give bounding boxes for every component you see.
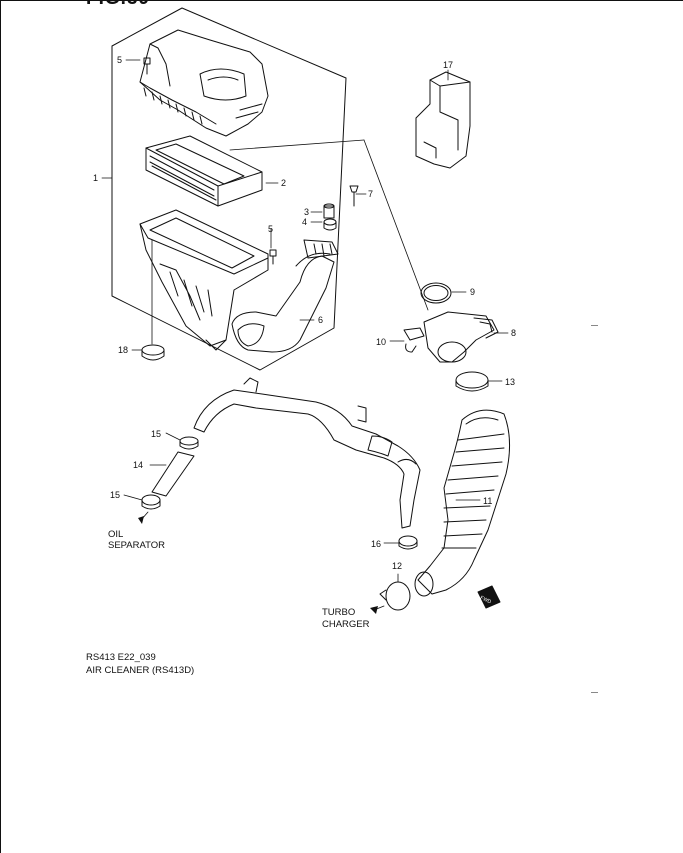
part-label-16: 16 bbox=[371, 539, 381, 549]
part-label-13: 13 bbox=[505, 377, 515, 387]
part-label-9: 9 bbox=[470, 287, 475, 297]
caption-code: RS413 E22_039 bbox=[86, 652, 156, 663]
clip-7 bbox=[349, 185, 359, 207]
grommet-18 bbox=[141, 344, 165, 361]
fwd-arrow-icon bbox=[477, 585, 501, 609]
part-label-18: 18 bbox=[118, 345, 128, 355]
clamp-12 bbox=[379, 581, 411, 611]
turbo-charger-label-line2: CHARGER bbox=[322, 619, 370, 630]
part-label-5-lower: 5 bbox=[268, 224, 273, 234]
clamp-13 bbox=[455, 371, 489, 392]
air-filter-element bbox=[145, 135, 263, 207]
oil-separator-label-line2: SEPARATOR bbox=[108, 540, 165, 551]
margin-tick-upper bbox=[591, 325, 598, 326]
intake-duct bbox=[231, 239, 339, 353]
cap-3 bbox=[323, 203, 335, 219]
part-label-6: 6 bbox=[318, 315, 323, 325]
part-label-2: 2 bbox=[281, 178, 286, 188]
part-label-7: 7 bbox=[368, 189, 373, 199]
part-label-14: 14 bbox=[133, 460, 143, 470]
corrugated-hose-11 bbox=[414, 409, 510, 597]
part-label-17: 17 bbox=[443, 60, 453, 70]
leader-lines bbox=[101, 59, 509, 611]
part-label-12: 12 bbox=[392, 561, 402, 571]
figure-title: FIG.39 bbox=[86, 0, 150, 10]
bolt-5-upper bbox=[143, 57, 151, 75]
o-ring-9 bbox=[420, 282, 452, 304]
part-labels: 1 2 3 4 5 5 6 7 8 9 10 11 12 13 14 15 15… bbox=[93, 55, 516, 571]
clamp-15-lower bbox=[141, 494, 161, 510]
hose-14 bbox=[151, 451, 195, 497]
part-label-1: 1 bbox=[93, 173, 98, 183]
clamp-15-upper bbox=[179, 436, 199, 450]
part-label-15-lower: 15 bbox=[110, 490, 120, 500]
turbo-charger-label-line1: TURBO bbox=[322, 607, 355, 618]
part-label-10: 10 bbox=[376, 337, 386, 347]
lower-case bbox=[139, 209, 269, 351]
clamp-16 bbox=[398, 535, 418, 550]
breather-pipe bbox=[193, 377, 421, 529]
screw-10 bbox=[403, 327, 425, 341]
upper-case-cover bbox=[139, 29, 269, 137]
oil-separator-label-line1: OIL bbox=[108, 529, 123, 540]
part-label-8: 8 bbox=[511, 328, 516, 338]
part-label-3: 3 bbox=[304, 207, 309, 217]
fwd-arrow-text: FWD bbox=[479, 595, 492, 605]
air-flow-meter-8 bbox=[423, 311, 499, 363]
assembly-bracket bbox=[111, 7, 347, 371]
bolt-5-lower bbox=[269, 249, 277, 265]
margin-tick-lower bbox=[591, 692, 598, 693]
grommet-4 bbox=[323, 218, 337, 231]
part-label-5-upper: 5 bbox=[117, 55, 122, 65]
part-label-11: 11 bbox=[483, 496, 492, 506]
part-label-4: 4 bbox=[302, 217, 307, 227]
bracket-17 bbox=[415, 71, 471, 169]
part-label-15-upper: 15 bbox=[151, 429, 161, 439]
caption-name: AIR CLEANER (RS413D) bbox=[86, 665, 195, 676]
